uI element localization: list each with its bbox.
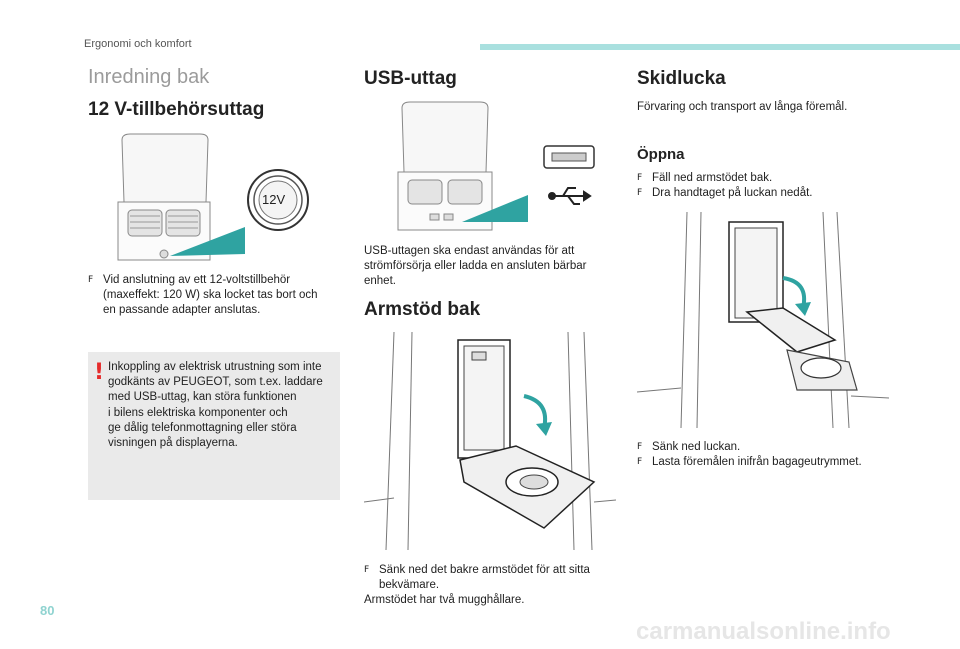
watermark-logo: carmanualsonline.info <box>636 618 891 645</box>
bullet-icon: F <box>637 457 643 467</box>
bullet-icon: F <box>637 442 643 452</box>
bullet-icon: F <box>364 565 370 575</box>
armrest-note: Armstödet har två mugghållare. <box>364 594 525 606</box>
page-number: 80 <box>40 603 55 618</box>
bullet-line: Vid anslutning av ett 12-voltstillbehör <box>103 274 291 286</box>
warning-exclamation-icon: ! <box>94 360 105 385</box>
ski-hatch-intro: Förvaring och transport av långa föremål… <box>637 101 848 113</box>
page-title: Inredning bak <box>88 66 210 88</box>
usb-illustration <box>397 101 595 231</box>
bullet-icon: F <box>637 188 643 198</box>
bullet-line: en passande adapter anslutas. <box>103 304 261 316</box>
heading-open: Öppna <box>637 146 685 163</box>
heading-armrest: Armstöd bak <box>364 299 481 320</box>
warning-box <box>88 352 340 500</box>
warning-text: Inkoppling av elektrisk utrustning som i… <box>108 361 323 450</box>
ski-hatch-illustration <box>637 212 889 428</box>
heading-12v-socket: 12 V-tillbehörsuttag <box>88 99 265 120</box>
heading-ski-hatch: Skidlucka <box>637 68 726 89</box>
armrest-illustration <box>364 332 616 550</box>
usb-text: USB-uttagen ska endast användas för att … <box>364 245 587 287</box>
socket-label: 12V <box>262 192 286 207</box>
socket-12v-illustration <box>117 133 309 261</box>
bullet-icon: F <box>637 173 643 183</box>
header-accent-bar <box>480 44 960 50</box>
bullet-icon: F <box>88 275 94 285</box>
heading-usb: USB-uttag <box>364 68 457 89</box>
socket-instruction: F Vid anslutning av ett 12-voltstillbehör… <box>88 273 343 318</box>
bullet-line: (maxeffekt: 120 W) ska locket tas bort o… <box>103 289 318 301</box>
section-label: Ergonomi och komfort <box>84 38 192 50</box>
